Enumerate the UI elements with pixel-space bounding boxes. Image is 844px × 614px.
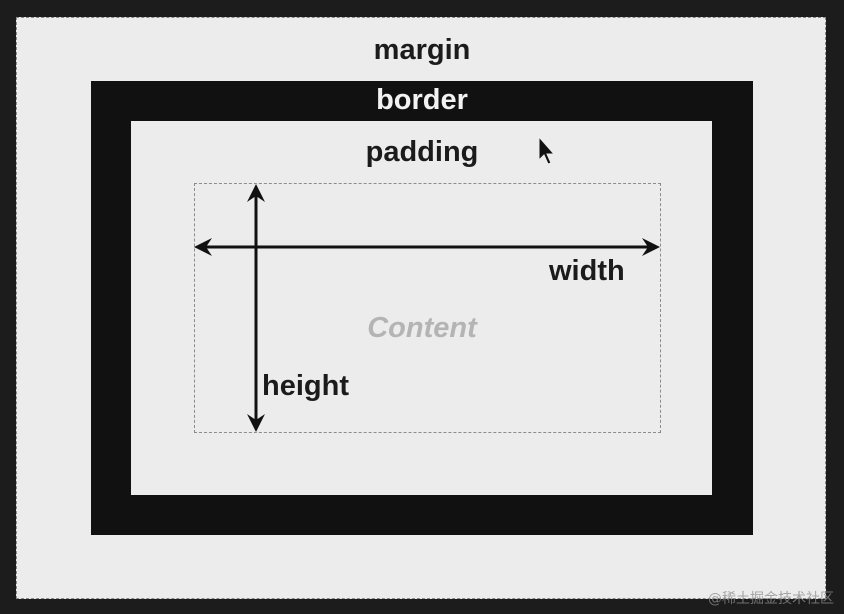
margin-label: margin (373, 34, 471, 66)
height-label: height (262, 370, 349, 402)
content-label: Content (367, 312, 477, 344)
content-area (194, 183, 661, 433)
border-label: border (376, 84, 468, 116)
width-label: width (549, 255, 625, 287)
padding-label: padding (365, 136, 479, 168)
watermark: @稀土掘金技术社区 (708, 591, 834, 607)
mouse-pointer-icon (538, 136, 556, 165)
